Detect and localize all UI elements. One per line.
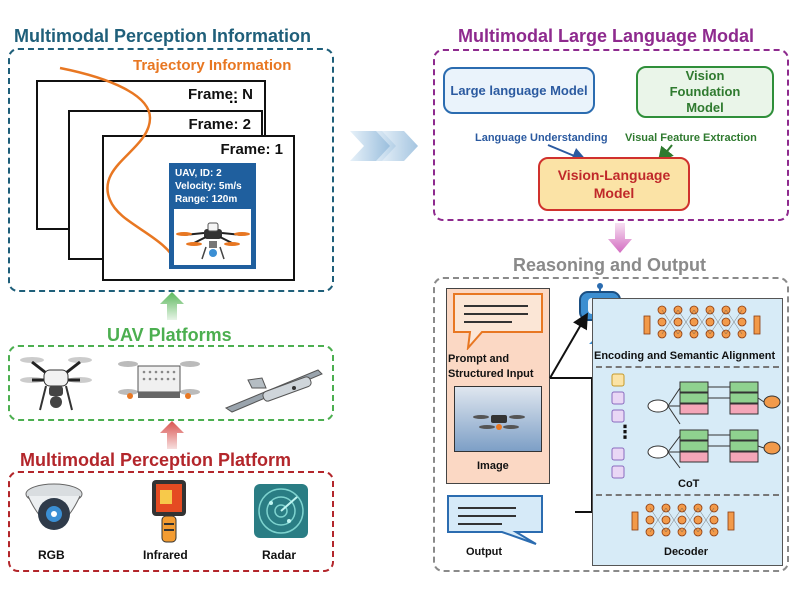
frames-ellipsis: ..	[229, 90, 238, 107]
cot-diagram	[611, 373, 781, 479]
output-bubble-icon	[447, 495, 543, 545]
uav-platforms-title: UAV Platforms	[107, 325, 232, 345]
right-arrow-blue	[350, 131, 418, 161]
radar-icon	[254, 484, 308, 538]
frame-n-label: Frame: N	[188, 86, 254, 103]
lang-understanding-label: Language Understanding	[475, 132, 608, 144]
input-image	[454, 386, 542, 452]
llm-box: Large language Model	[443, 67, 595, 114]
uav-range: Range: 120m	[175, 194, 238, 205]
down-arrow-pink	[608, 223, 632, 253]
perception-panel	[8, 48, 334, 292]
uav-photo	[174, 209, 251, 265]
infrared-label: Infrared	[143, 548, 188, 562]
vlm-label: Vision-Language Model	[557, 167, 671, 201]
perception-title: Multimodal Perception Information	[14, 26, 312, 46]
rgb-label: RGB	[38, 548, 65, 562]
thermal-camera-icon	[152, 480, 186, 543]
sensor-platform-panel	[8, 471, 334, 572]
pipeline-divider-2	[596, 494, 779, 496]
uav-velocity: Velocity: 5m/s	[175, 181, 242, 192]
uav-id: UAV, ID: 2	[175, 168, 222, 179]
visual-extraction-label: Visual Feature Extraction	[625, 132, 757, 144]
quadcopter-icon	[20, 357, 92, 411]
encoding-label: Encoding and Semantic Alignment	[594, 350, 776, 362]
uav-platforms-panel	[8, 345, 334, 421]
cot-label: CoT	[678, 478, 700, 490]
camera-icon	[25, 483, 83, 530]
frame-2-label: Frame: 2	[188, 116, 251, 133]
encoding-network-icon	[643, 305, 761, 339]
radar-label: Radar	[262, 548, 297, 562]
hexacopter-icon	[118, 361, 200, 399]
mllm-title: Multimodal Large Language Modal	[458, 26, 755, 46]
prompt-label: Prompt and Structured Input	[448, 353, 534, 380]
vfm-box: Vision Foundation Model	[636, 66, 774, 118]
cot-ellipsis: ⋮	[616, 422, 634, 442]
reasoning-panel	[433, 277, 789, 572]
vfm-label: Vision Foundation Model	[669, 68, 741, 115]
up-arrow-green	[160, 292, 184, 320]
reasoning-title: Reasoning and Output	[513, 255, 706, 275]
mllm-panel	[433, 49, 789, 221]
fixed-wing-uav-icon	[224, 369, 323, 413]
decoder-label: Decoder	[664, 546, 709, 558]
trajectory-label: Trajectory Information	[133, 57, 292, 74]
frame-1-label: Frame: 1	[220, 141, 283, 158]
up-arrow-red	[160, 421, 184, 449]
vlm-box: Vision-Language Model	[538, 157, 690, 211]
pipeline-divider-1	[596, 366, 779, 368]
drone-icon	[176, 222, 250, 260]
llm-label: Large language Model	[450, 83, 588, 98]
sensor-platform-title: Multimodal Perception Platform	[20, 450, 292, 470]
decoder-network-icon	[631, 503, 735, 537]
output-label: Output	[466, 546, 503, 558]
image-label: Image	[477, 460, 509, 472]
prompt-bubble-icon	[453, 293, 543, 350]
uav-info-card: UAV, ID: 2 Velocity: 5m/s Range: 120m	[169, 163, 256, 269]
drone-image-icon	[473, 415, 525, 430]
